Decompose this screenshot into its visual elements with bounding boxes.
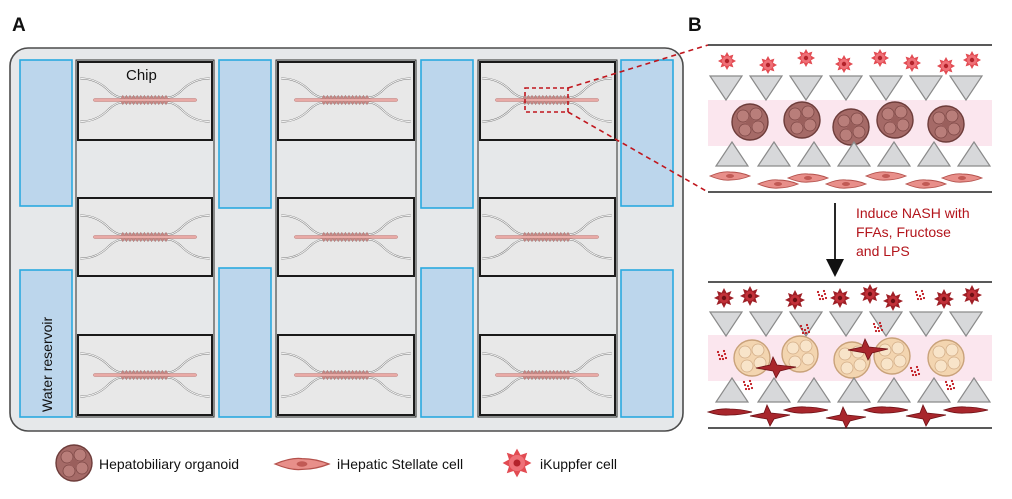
legend: Hepatobiliary organoid iHepatic Stellate… (55, 444, 617, 482)
legend-stellate-icon (274, 457, 330, 471)
chip (479, 334, 616, 416)
legend-kupffer-label: iKuppfer cell (540, 456, 617, 472)
chip (77, 61, 213, 141)
nash-cross-section (707, 281, 992, 429)
zoom-line-top (567, 44, 709, 89)
legend-stellate-label: iHepatic Stellate cell (337, 456, 463, 472)
chip (77, 197, 213, 277)
induce-text-line-3: and LPS (856, 243, 910, 259)
chip (277, 334, 415, 416)
induce-text-line-1: Induce NASH with (856, 205, 970, 221)
chip (277, 197, 415, 277)
water-reservoir-label: Water reservoir (39, 316, 55, 412)
legend-organoid-icon (55, 444, 93, 482)
healthy-cross-section (708, 44, 992, 193)
panel-b-letter: B (688, 15, 702, 36)
panel-a-letter: A (12, 15, 26, 36)
chip-label: Chip (126, 67, 157, 84)
induce-text-line-2: FFAs, Fructose (856, 224, 951, 240)
chip (479, 61, 616, 141)
water-reservoirs (19, 59, 674, 418)
chip (277, 61, 415, 141)
legend-organoid-label: Hepatobiliary organoid (99, 456, 239, 472)
chip (479, 197, 616, 277)
legend-kupffer-icon (502, 448, 532, 478)
zoom-box (524, 87, 569, 113)
chip-columns (75, 59, 618, 418)
chip (77, 334, 213, 416)
